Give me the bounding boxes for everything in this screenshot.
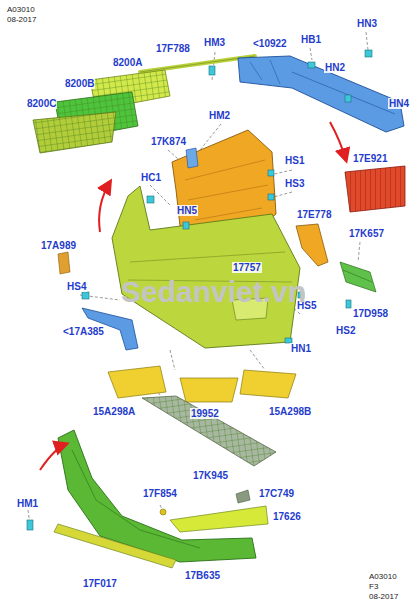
callout-number: 15A298A — [92, 406, 136, 417]
callout-number: HM1 — [16, 498, 39, 509]
callout-number: 17C749 — [258, 488, 295, 499]
callout-number: 17A989 — [40, 240, 77, 251]
callout-number: HN2 — [324, 62, 346, 73]
callout-number: <10922 — [252, 38, 288, 49]
callout-number: 17K945 — [192, 470, 229, 481]
callout-number: 17F788 — [155, 43, 191, 54]
callout-number: 17F017 — [82, 578, 118, 589]
callout-number: 17K874 — [150, 136, 187, 147]
callout-number: HM3 — [203, 37, 226, 48]
callout-number: 19952 — [190, 408, 220, 419]
drawing-info: 08-2017 — [6, 15, 37, 24]
callout-number: 17626 — [272, 511, 302, 522]
callout-number: 17K657 — [348, 228, 385, 239]
callout-number: <17A385 — [62, 326, 105, 337]
callout-number: HS4 — [66, 281, 87, 292]
callout-number: 8200B — [64, 78, 95, 89]
drawing-info: 08-2017 — [368, 592, 399, 601]
callout-number: 17D958 — [352, 308, 389, 319]
callout-number: 17B635 — [184, 570, 221, 581]
callout-number: 8200A — [112, 57, 143, 68]
callout-number: HS3 — [284, 178, 305, 189]
watermark: Sedanviet.vn — [120, 276, 307, 308]
callout-number: HM2 — [208, 110, 231, 121]
callout-number: 17E778 — [296, 209, 332, 220]
drawing-info: F3 — [368, 582, 379, 591]
callout-number: 17757 — [232, 262, 262, 273]
callout-number: HN4 — [388, 98, 410, 109]
callout-number: 17E921 — [352, 153, 388, 164]
callout-number: HN5 — [176, 205, 198, 216]
callout-number: HN1 — [290, 343, 312, 354]
drawing-info: A03010 — [6, 5, 36, 14]
callout-number: HS1 — [284, 155, 305, 166]
callout-number: 8200C — [26, 98, 57, 109]
callout-number: HB1 — [300, 34, 322, 45]
callout-number: HN3 — [356, 18, 378, 29]
callout-number: HC1 — [140, 172, 162, 183]
callout-number: 17F854 — [142, 488, 178, 499]
callout-number: 15A298B — [268, 406, 312, 417]
callout-number: HS2 — [335, 325, 356, 336]
drawing-info: A03010 — [368, 572, 398, 581]
